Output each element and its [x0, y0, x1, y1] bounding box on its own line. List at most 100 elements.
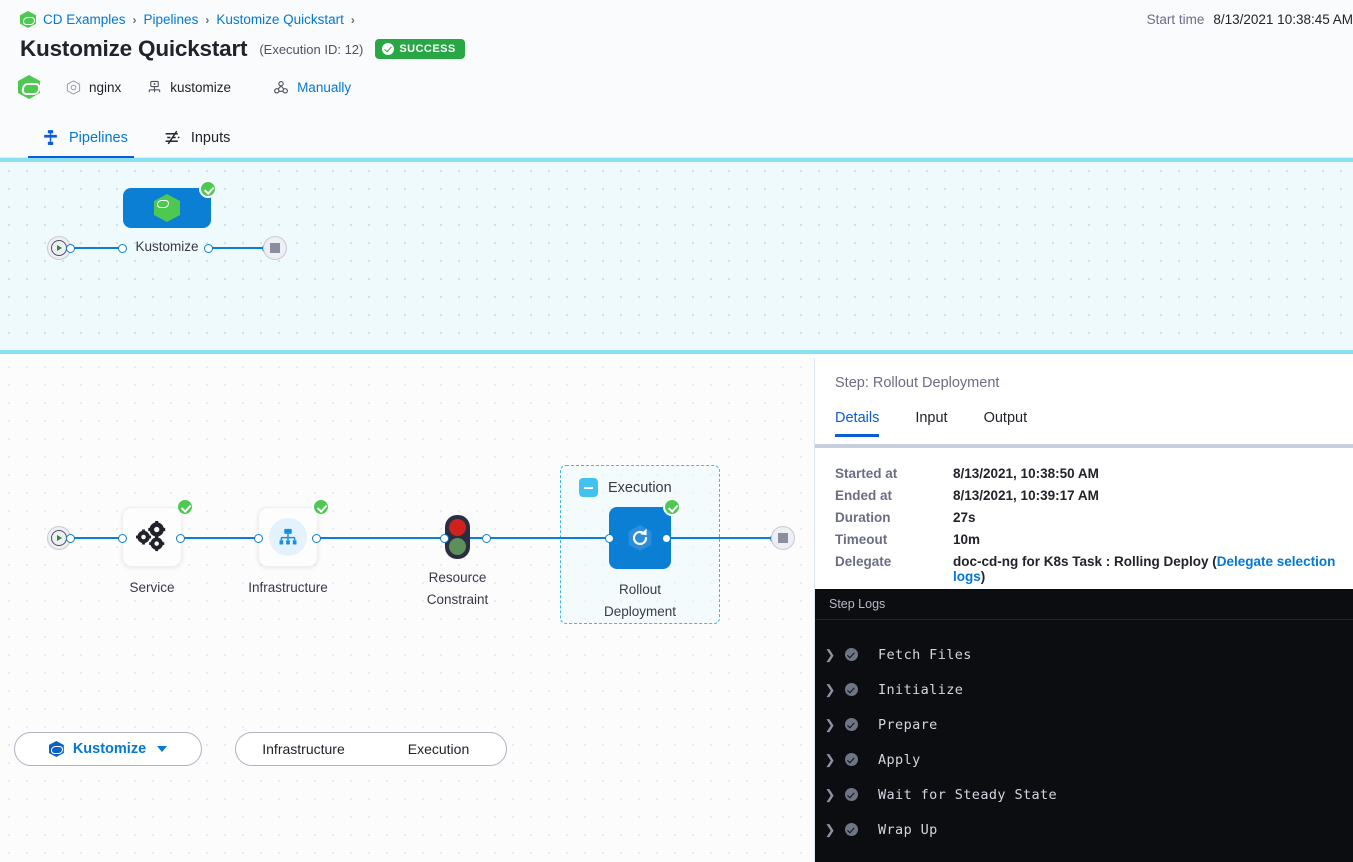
- breadcrumb-item-kustomize-quickstart[interactable]: Kustomize Quickstart: [216, 12, 344, 27]
- chevron-right-icon: ›: [350, 12, 355, 27]
- stage-node-service[interactable]: Service: [122, 498, 194, 595]
- success-check-badge: [176, 498, 194, 516]
- stage-node-resource-constraint[interactable]: Resource Constraint: [427, 515, 488, 607]
- port: [254, 533, 263, 543]
- connector: [470, 537, 612, 539]
- stage-section-execution[interactable]: Execution: [407, 741, 470, 757]
- chevron-right-icon: ›: [132, 12, 137, 27]
- detail-value-ended-at: 8/13/2021, 10:39:17 AM: [953, 488, 1099, 503]
- stage-selector-label: Kustomize: [72, 741, 147, 757]
- log-status-success-icon: [845, 753, 858, 766]
- port: [204, 243, 213, 253]
- start-time-value: 8/13/2021 10:38:45 AM: [1213, 12, 1353, 27]
- stage-section-infrastructure[interactable]: Infrastructure: [262, 741, 345, 757]
- log-row-label: Wrap Up: [878, 821, 938, 838]
- log-row-label: Initialize: [878, 681, 964, 698]
- pipeline-graph-panel[interactable]: Kustomize: [0, 158, 1353, 354]
- step-node-box: [258, 507, 318, 567]
- connector: [70, 537, 126, 539]
- chevron-right-icon[interactable]: ❯: [824, 786, 836, 802]
- tab-input[interactable]: Input: [915, 410, 948, 426]
- tab-rule: [815, 444, 1353, 448]
- chevron-right-icon[interactable]: ❯: [824, 646, 836, 662]
- log-row-label: Apply: [878, 751, 921, 768]
- tab-details[interactable]: Details: [835, 410, 901, 437]
- breadcrumb-item-pipelines[interactable]: Pipelines: [143, 12, 199, 27]
- meta-item-infrastructure[interactable]: kustomize: [147, 80, 231, 95]
- chevron-right-icon[interactable]: ❯: [824, 821, 836, 837]
- port: [482, 533, 491, 543]
- tab-output[interactable]: Output: [983, 410, 1028, 426]
- chevron-right-icon[interactable]: ❯: [824, 681, 836, 697]
- connector: [208, 247, 266, 249]
- port: [312, 533, 321, 543]
- meta-item-trigger[interactable]: Manually: [273, 80, 351, 95]
- stage-node-infrastructure[interactable]: Infrastructure: [248, 498, 330, 595]
- connector: [316, 537, 444, 539]
- success-check-badge: [312, 498, 330, 516]
- port: [66, 243, 75, 253]
- status-badge-label: SUCCESS: [399, 43, 456, 55]
- tab-pipelines[interactable]: Pipelines: [28, 129, 150, 159]
- detail-value-delegate: doc-cd-ng for K8s Task : Rolling Deploy …: [953, 554, 1343, 584]
- chevron-right-icon[interactable]: ❯: [824, 751, 836, 767]
- stop-square-icon: [263, 236, 287, 260]
- connector: [70, 247, 126, 249]
- step-logs-console[interactable]: Step Logs ❯ Fetch Files ❯ Initialize ❯ P…: [815, 589, 1353, 862]
- meta-item-service[interactable]: nginx: [66, 80, 121, 95]
- port: [66, 533, 75, 543]
- delegate-selection-logs-link[interactable]: Delegate selection logs: [953, 554, 1336, 584]
- stage-section-toggle: Infrastructure Execution: [235, 732, 507, 766]
- service-gears-icon: [136, 521, 166, 552]
- page-header: CD Examples › Pipelines › Kustomize Quic…: [0, 0, 1353, 159]
- harness-logo-icon: [20, 11, 36, 28]
- execution-id: (Execution ID: 12): [259, 41, 364, 57]
- log-row[interactable]: ❯ Initialize: [815, 672, 1353, 707]
- chevron-right-icon[interactable]: ❯: [824, 716, 836, 732]
- detail-key-duration: Duration: [835, 510, 891, 525]
- infrastructure-icon: [149, 80, 161, 92]
- pipeline-icon: [44, 130, 57, 145]
- chevron-down-icon: [157, 746, 168, 752]
- status-badge: SUCCESS: [375, 39, 465, 59]
- check-circle-icon: [382, 43, 395, 55]
- detail-key-delegate: Delegate: [835, 554, 892, 569]
- execution-group-header[interactable]: Execution: [579, 478, 672, 497]
- collapse-minus-icon[interactable]: [579, 478, 598, 497]
- log-row[interactable]: ❯ Apply: [815, 742, 1353, 777]
- step-node-label: Resource Constraint: [426, 570, 489, 608]
- connector: [666, 537, 774, 539]
- start-time: Start time 8/13/2021 10:38:45 AM: [1147, 12, 1353, 27]
- step-node-label: Rollout Deployment: [603, 582, 677, 620]
- pipeline-end-node[interactable]: [263, 236, 287, 260]
- step-node-box: [122, 507, 182, 567]
- log-row[interactable]: ❯ Wrap Up: [815, 812, 1353, 847]
- port: [605, 533, 614, 543]
- stage-end-node[interactable]: [771, 526, 795, 550]
- start-time-label: Start time: [1146, 12, 1205, 27]
- tab-inputs[interactable]: Inputs: [150, 129, 253, 158]
- title-row: Kustomize Quickstart (Execution ID: 12) …: [20, 36, 465, 62]
- meta-service-label: nginx: [89, 79, 122, 95]
- stage-selector-dropdown[interactable]: Kustomize: [14, 732, 202, 766]
- execution-meta-row: nginx kustomize: [18, 75, 377, 99]
- success-check-badge: [199, 180, 217, 198]
- log-row[interactable]: ❯ Prepare: [815, 707, 1353, 742]
- log-row[interactable]: ❯ Wait for Steady State: [815, 777, 1353, 812]
- log-row-label: Prepare: [878, 716, 938, 733]
- port: [662, 533, 671, 543]
- stage-graph-panel[interactable]: Kustomize Infrastructure Execution Execu…: [0, 358, 814, 862]
- meta-trigger-label: Manually: [297, 79, 352, 95]
- port: [176, 533, 185, 543]
- step-node-label: Service: [129, 580, 175, 595]
- traffic-light-icon: [445, 515, 470, 559]
- delegate-text-suffix: ): [980, 569, 986, 584]
- log-status-success-icon: [845, 648, 858, 661]
- tab-inputs-label: Inputs: [190, 129, 231, 146]
- breadcrumb-item-cd-examples[interactable]: CD Examples: [43, 12, 126, 27]
- stage-node-rollout-deployment[interactable]: Rollout Deployment: [604, 498, 681, 619]
- step-details-list: Started at 8/13/2021, 10:38:50 AM Ended …: [835, 466, 1343, 584]
- log-row[interactable]: ❯ Fetch Files: [815, 637, 1353, 672]
- stop-square-icon: [771, 526, 795, 550]
